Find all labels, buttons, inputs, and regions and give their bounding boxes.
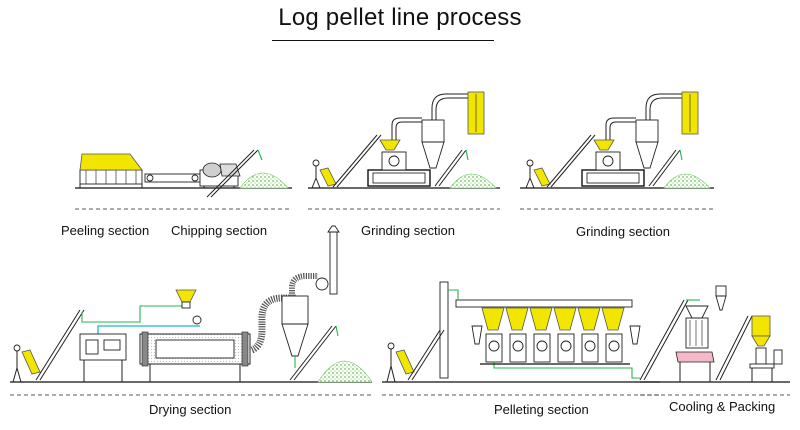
pellet-mill	[553, 307, 577, 363]
cyclone-separator	[421, 119, 445, 169]
counterflow-cooler	[685, 305, 709, 349]
dry-sawdust-pile	[317, 360, 373, 383]
pellet-mill	[529, 307, 553, 363]
material-pipe	[81, 305, 190, 323]
pellet-outlet-line	[493, 362, 640, 379]
title-underline	[272, 40, 494, 41]
peeling-chipping-panel	[75, 149, 292, 210]
grinding-panel-2	[520, 91, 714, 210]
chimney	[329, 231, 338, 295]
operator-figure	[311, 159, 321, 189]
side-cyclone	[471, 325, 483, 345]
section-label-chipping: Chipping section	[171, 223, 268, 238]
inclined-conveyor	[332, 134, 378, 188]
packing-conveyor	[715, 315, 749, 381]
inclined-conveyor	[35, 309, 81, 381]
grinding-panel-1	[308, 91, 500, 210]
bagging-scale	[755, 347, 767, 365]
fan-motor	[192, 315, 202, 325]
cooling-packing-panel	[639, 285, 790, 396]
sawdust-pile	[449, 173, 497, 189]
pellet-mill	[601, 307, 625, 363]
screw-conveyor	[455, 299, 633, 308]
pelleting-panel	[382, 281, 660, 396]
pellet-mill	[577, 307, 601, 363]
rotary-dryer	[139, 331, 251, 382]
fan-duct	[431, 93, 468, 120]
air-duct	[391, 117, 422, 140]
wood-chip-pile	[239, 172, 289, 189]
page-title: Log pellet line process	[278, 4, 522, 31]
packing-bin	[751, 315, 771, 337]
pellet-bag	[773, 349, 783, 365]
inclined-conveyor-2	[434, 149, 463, 187]
section-label-grinding-1: Grinding section	[361, 223, 455, 238]
section-label-pelleting: Pelleting section	[494, 402, 589, 417]
hammer-mill	[367, 139, 431, 187]
log-conveyor	[144, 173, 201, 183]
hot-air-furnace	[79, 333, 127, 382]
section-label-peeling: Peeling section	[61, 223, 150, 238]
log-peeler	[79, 153, 143, 188]
feed-hopper	[319, 167, 337, 187]
pellet-mill-row	[481, 307, 625, 363]
section-label-grinding-2: Grinding section	[576, 224, 670, 239]
drum-chipper	[199, 162, 241, 188]
pellet-mill	[505, 307, 529, 363]
inclined-conveyor	[206, 149, 255, 198]
flexible-duct	[250, 294, 296, 354]
exhaust-fan	[315, 277, 329, 291]
cooler-cyclone	[715, 285, 727, 297]
pellet-mill	[481, 307, 505, 363]
section-label-cooling-packing: Cooling & Packing	[669, 399, 776, 414]
drying-panel	[10, 225, 373, 396]
drying-cyclone	[281, 295, 309, 357]
vibrating-screen	[675, 351, 715, 363]
inclined-conveyor	[639, 299, 685, 381]
feeder-hopper	[175, 289, 197, 303]
section-label-drying: Drying section	[149, 402, 232, 417]
output-conveyor	[289, 325, 333, 381]
